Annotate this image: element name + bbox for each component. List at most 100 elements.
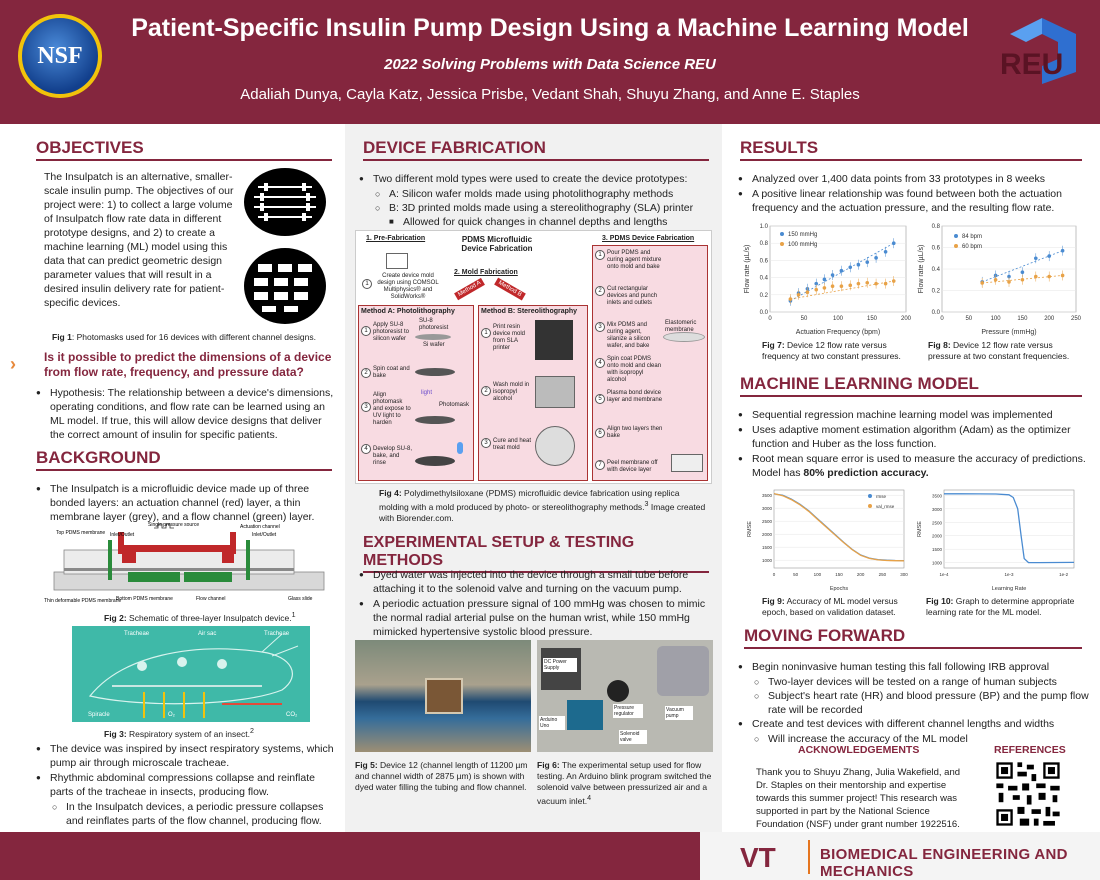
legend-label: 84 bpm (962, 234, 982, 240)
data-point (814, 281, 819, 286)
monitor-icon (386, 253, 408, 269)
chevron-right-icon: › (10, 354, 16, 374)
data-point (1047, 274, 1051, 279)
y-axis-label: RMSE (917, 521, 923, 537)
fig2-caption: Fig 2: Schematic of three-layer Insulpat… (104, 611, 296, 623)
qr-code-icon[interactable] (994, 760, 1062, 828)
data-point (814, 287, 819, 292)
y-axis-label: Flow rate (µL/s) (744, 245, 751, 294)
right-column: RESULTS Analyzed over 1,400 data points … (722, 124, 1100, 832)
legend-marker (868, 494, 872, 498)
data-point (883, 250, 888, 254)
y-tick-label: 3500 (932, 493, 943, 498)
data-point (830, 284, 835, 288)
y-tick-label: 0.8 (760, 241, 769, 247)
data-point (874, 281, 878, 286)
y-tick-label: 3000 (762, 506, 773, 511)
data-point (1007, 280, 1011, 284)
insulpatch-schematic: Single pressure source Actuation channel… (44, 522, 325, 604)
sla-printer-icon (535, 320, 573, 360)
svg-text:Actuation channel: Actuation channel (240, 524, 280, 530)
experimental-bullets: Dyed water was injected into the device … (359, 568, 713, 640)
data-point (1060, 248, 1065, 253)
research-question: Is it possible to predict the dimensions… (44, 350, 332, 379)
y-tick-label: 1500 (932, 547, 943, 552)
x-tick-label: 200 (1044, 316, 1055, 322)
data-point (874, 256, 878, 260)
fig6-caption: Fig 6: The experimental setup used for f… (537, 760, 712, 806)
x-axis-label: Learning Rate (992, 586, 1027, 592)
nsf-logo: NSF (18, 14, 102, 98)
plot-frame (943, 489, 1075, 569)
photomask-image-2 (244, 248, 326, 324)
x-axis-label: Actuation Frequency (bpm) (796, 329, 880, 336)
svg-text:Thin deformable PDMS membrane: Thin deformable PDMS membrane (44, 598, 121, 604)
fig10-caption: Fig 10: Graph to determine appropriate l… (926, 596, 1075, 617)
data-point (993, 277, 998, 282)
poster-subtitle: 2022 Solving Problems with Data Science … (384, 56, 716, 73)
data-point (805, 290, 810, 295)
plot-frame (773, 489, 905, 569)
x-tick-label: 200 (857, 572, 865, 577)
insect-respiratory-image: Tracheae Air sac Tracheae Spiracle O₂ CO… (72, 626, 310, 722)
vt-logo: VT (740, 842, 776, 871)
x-tick-label: 250 (879, 572, 887, 577)
x-tick-label: 150 (867, 316, 878, 322)
y-tick-label: 0.4 (760, 276, 769, 282)
svg-text:Bottom PDMS membrane: Bottom PDMS membrane (116, 596, 173, 602)
device-photo (355, 640, 531, 752)
x-axis-label: Pressure (mmHg) (981, 329, 1036, 336)
data-point (865, 260, 870, 264)
method-b-panel: Method B: Stereolithography 1 Print resi… (478, 305, 588, 481)
y-axis-label: RMSE (747, 521, 753, 537)
y-tick-label: 1.0 (760, 224, 769, 230)
data-point (1034, 274, 1038, 279)
x-tick-label: 100 (833, 316, 844, 322)
data-point (1047, 254, 1051, 258)
y-tick-label: 2500 (932, 520, 943, 525)
poster-footer: VT BIOMEDICAL ENGINEERING AND MECHANICS (0, 832, 1100, 880)
data-point (865, 280, 870, 285)
acknowledgements-text: Thank you to Shuyu Zhang, Julia Wakefiel… (756, 767, 961, 830)
data-point (1060, 273, 1065, 278)
svg-text:Flow channel: Flow channel (196, 596, 225, 602)
y-axis-label: Flow rate (µL/s) (918, 245, 925, 294)
y-tick-label: 0.2 (932, 289, 941, 295)
data-point (883, 281, 888, 286)
svg-text:Top PDMS membrane: Top PDMS membrane (56, 530, 105, 536)
data-point (839, 284, 844, 288)
x-tick-label: 250 (1071, 316, 1082, 322)
x-axis-label: Epochs (830, 586, 849, 592)
svg-text:Inlet/Outlet: Inlet/Outlet (110, 532, 135, 538)
y-tick-label: 0.6 (760, 258, 769, 264)
fabrication-bullets: Two different mold types were used to cr… (359, 172, 713, 229)
legend-marker (780, 242, 784, 246)
y-tick-label: 3500 (762, 493, 773, 498)
svg-text:O₂: O₂ (168, 712, 176, 718)
plot-frame (769, 225, 907, 313)
data-point (788, 297, 793, 301)
ml-bullets: Sequential regression machine learning m… (738, 408, 1090, 481)
pdms-panel: 1 Pour PDMS and curing agent mixture ont… (592, 245, 708, 481)
x-tick-label: 150 (835, 572, 843, 577)
fig5-caption: Fig 5: Device 12 (channel length of 1120… (355, 760, 528, 792)
data-point (839, 268, 844, 273)
data-point (1034, 256, 1038, 261)
y-tick-label: 2000 (762, 532, 773, 537)
fabrication-heading: DEVICE FABRICATION (351, 138, 717, 161)
results-bullets: Analyzed over 1,400 data points from 33 … (738, 172, 1090, 216)
legend-label: rmse (876, 494, 886, 499)
ml-heading: MACHINE LEARNING MODEL (728, 374, 1090, 397)
svg-text:CO₂: CO₂ (286, 712, 298, 718)
svg-text:Air sac: Air sac (198, 631, 216, 637)
svg-text:REU: REU (1000, 48, 1063, 81)
poster-title: Patient-Specific Insulin Pump Design Usi… (131, 14, 969, 42)
data-point (1007, 274, 1011, 279)
data-point (796, 293, 801, 297)
legend-label: 150 mmHg (788, 232, 817, 238)
fig1-caption: Fig 1: Photomasks used for 16 devices wi… (52, 332, 316, 342)
data-point (1020, 270, 1025, 275)
